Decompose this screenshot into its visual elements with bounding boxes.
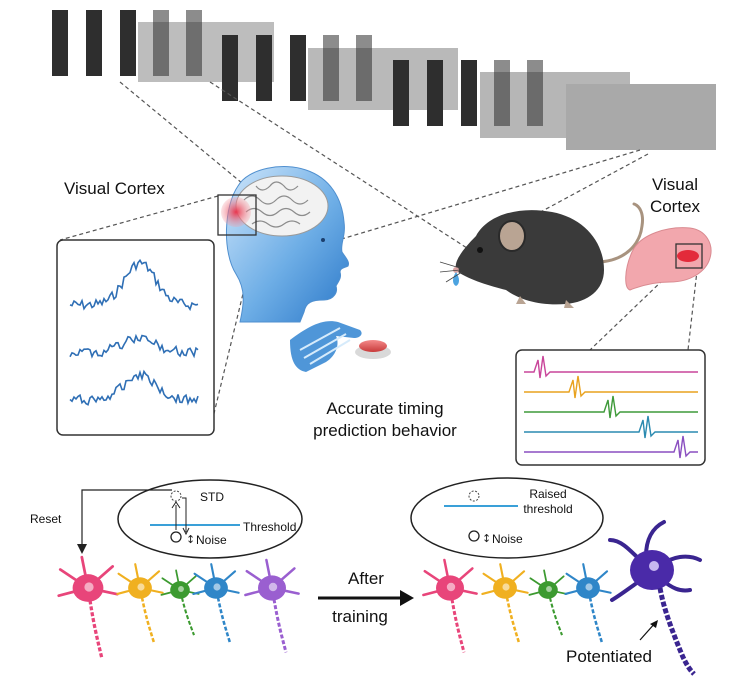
neuron-icon [481, 563, 529, 644]
raised-threshold-label-line2: threshold [523, 502, 572, 516]
head-with-brain-icon [217, 166, 349, 323]
rest-state-circle [468, 530, 480, 542]
behavior-label-line2: prediction behavior [313, 421, 457, 440]
eeg-trace [69, 258, 199, 312]
water-drop [453, 272, 459, 286]
eeg-panel [56, 239, 215, 436]
cortex-highlight-box [217, 194, 257, 236]
svg-text:↕: ↕ [482, 532, 491, 545]
neuron-icon [160, 569, 200, 636]
stimulus-panel [566, 84, 716, 150]
stimulus-bar [494, 60, 510, 126]
eeg-trace [69, 369, 199, 406]
std-state-circle [468, 490, 480, 502]
visual-cortex-human-label: Visual Cortex [64, 179, 165, 198]
after-training-arrow [318, 590, 414, 606]
reset-arrow [77, 489, 172, 554]
spike-frame [515, 349, 706, 466]
eeg-trace [69, 333, 199, 359]
noise-right-label: Noise [492, 532, 523, 546]
threshold-model-after: ↕ [410, 477, 604, 559]
visual-cortex-mouse-label-line1: Visual [652, 175, 698, 194]
spike-trace [524, 375, 698, 399]
raised-threshold-label-line1: Raised [529, 487, 566, 501]
mouse-icon [439, 202, 644, 308]
spike-trace [524, 355, 698, 379]
spike-trace [524, 435, 698, 459]
neuron-icon [57, 555, 119, 660]
mouse-cortex-highlight-box [675, 243, 703, 269]
reset-label: Reset [30, 512, 62, 526]
spike-trace [524, 395, 698, 419]
stimulus-bar [527, 60, 543, 126]
visual-cortex-mouse-label-line2: Cortex [650, 197, 701, 216]
neuron-icon [192, 563, 240, 644]
std-state-circle [170, 490, 182, 502]
mouse-brain-icon [625, 227, 712, 291]
stimulus-bar [120, 10, 136, 76]
spike-trace [524, 415, 698, 439]
potentiated-neuron [608, 520, 702, 676]
stimulus-bar [427, 60, 443, 126]
hand-pressing-button-icon [290, 321, 391, 372]
threshold-label: Threshold [243, 520, 296, 534]
rest-state-circle [170, 531, 182, 543]
stimulus-bar [86, 10, 102, 76]
potentiated-label: Potentiated [566, 647, 652, 666]
stimulus-sequence [52, 10, 716, 150]
svg-text:↕: ↕ [186, 533, 195, 546]
mouse-ear [498, 220, 526, 252]
stimulus-bar [52, 10, 68, 76]
std-label: STD [200, 490, 224, 504]
behavior-label-line1: Accurate timing [326, 399, 443, 418]
stimulus-bar [323, 35, 339, 101]
stimulus-bar [393, 60, 409, 126]
neuron-icon [422, 558, 478, 653]
after-label: After [348, 569, 384, 588]
stimulus-bar [186, 10, 202, 76]
stimulus-bar [256, 35, 272, 101]
training-label: training [332, 607, 388, 626]
stimulus-bar [290, 35, 306, 101]
stimulus-bar [222, 35, 238, 101]
neuron-icon [528, 569, 568, 636]
stimulus-bar [356, 35, 372, 101]
threshold-model-before: ↕ [117, 479, 303, 559]
spike-trace-panel [515, 349, 706, 466]
neuron-icon [244, 558, 300, 653]
neuron-icon [564, 563, 612, 644]
visual-cortex-spot [221, 197, 251, 227]
stimulus-bar [153, 10, 169, 76]
neuron-icon [116, 563, 164, 644]
mouse-visual-cortex-spot [677, 250, 699, 262]
stimulus-bar [461, 60, 477, 126]
brain [235, 175, 329, 237]
neuron-population [57, 555, 612, 660]
noise-left-label: Noise [196, 533, 227, 547]
